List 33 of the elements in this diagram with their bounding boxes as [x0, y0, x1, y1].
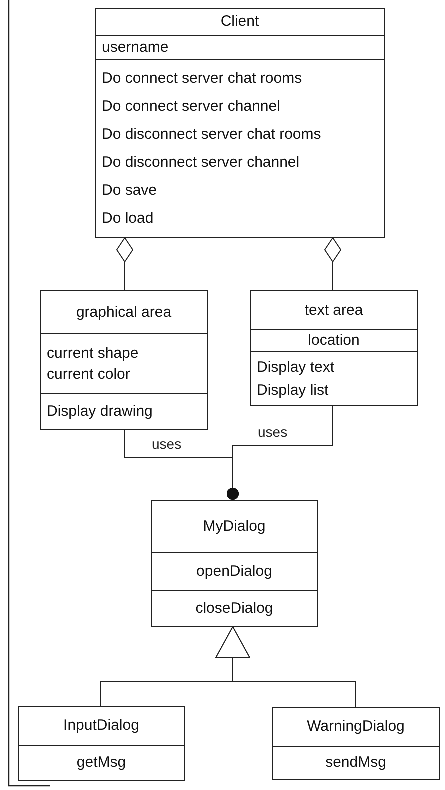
class-name: InputDialog	[64, 716, 140, 736]
class-member: sendMsg	[326, 753, 386, 773]
connector	[227, 406, 334, 500]
class-box	[151, 500, 318, 627]
class-box	[95, 8, 385, 238]
class-member: Do load	[102, 208, 154, 228]
class-member: Do connect server channel	[102, 96, 280, 116]
class-name: WarningDialog	[307, 717, 405, 737]
class-member: closeDialog	[196, 598, 274, 618]
class-member: Do save	[102, 180, 158, 200]
class-box	[18, 706, 185, 781]
class-member: current shape	[47, 344, 139, 364]
class-member: Do disconnect server chat rooms	[102, 124, 322, 144]
class-member: openDialog	[196, 562, 272, 582]
class-member: current color	[47, 364, 130, 384]
class-box	[40, 290, 208, 430]
class-member: Display text	[257, 358, 335, 378]
class-name: MyDialog	[203, 516, 266, 536]
class-box	[272, 707, 440, 780]
class-name: text area	[304, 300, 364, 320]
connector	[324, 238, 342, 290]
class-member: Do disconnect server channel	[102, 152, 300, 172]
connector	[116, 238, 134, 290]
class-member: location	[308, 331, 360, 351]
class-member: username	[102, 38, 169, 58]
class-box	[250, 290, 418, 406]
connector	[216, 626, 356, 708]
class-member: Do connect server chat rooms	[102, 68, 302, 88]
class-name: graphical area	[76, 302, 172, 322]
class-name: Client	[220, 12, 260, 32]
class-member: Display drawing	[47, 402, 153, 422]
class-member: getMsg	[76, 753, 126, 773]
class-member: Display list	[257, 380, 329, 400]
